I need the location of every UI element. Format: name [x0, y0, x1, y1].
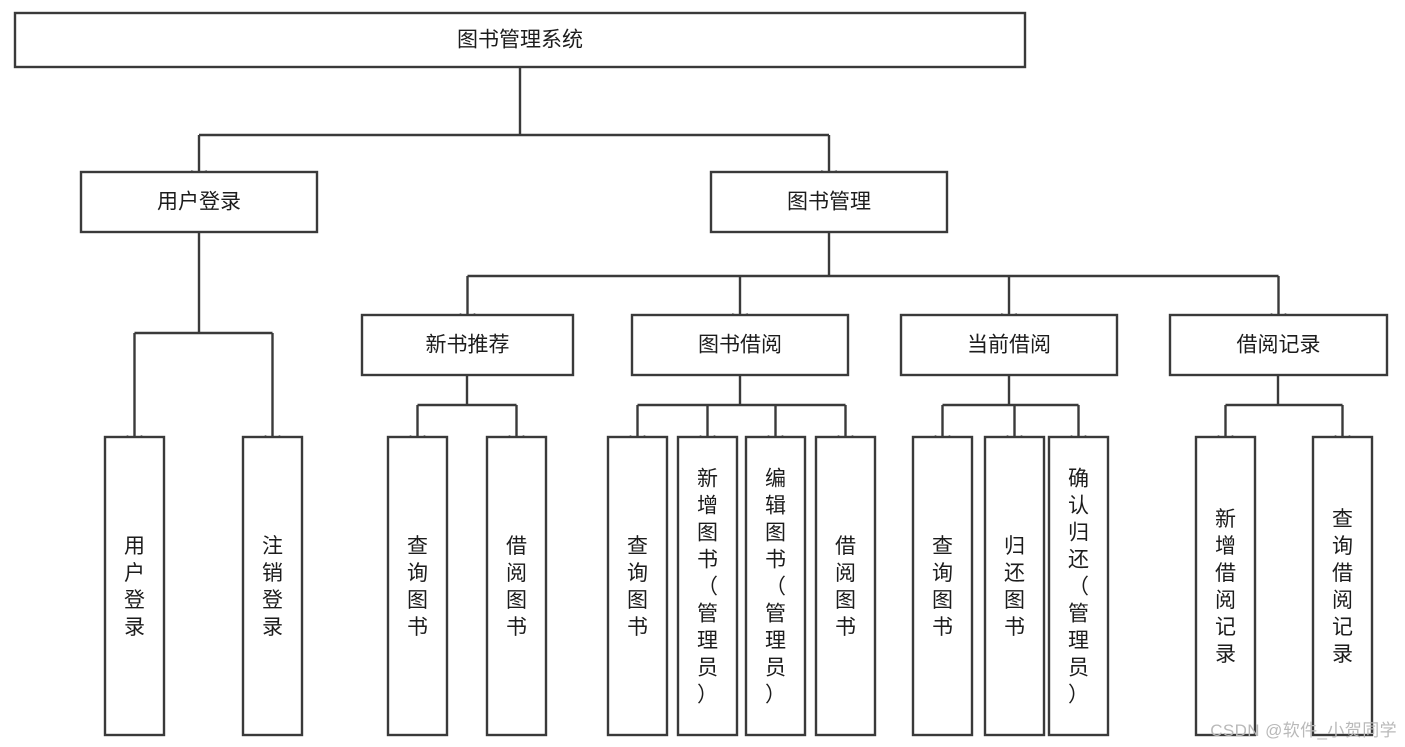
node-leaf-add-record[interactable]: 新增借阅记录 [1194, 435, 1257, 737]
node-leaf-edit-book-label: 编辑图书（管理员） [765, 468, 786, 707]
node-leaf-add-book[interactable]: 新增图书（管理员） [676, 435, 739, 737]
node-leaf-query-record-box[interactable] [1311, 435, 1374, 737]
node-leaf-user-login-label: 用户登录 [124, 535, 145, 639]
node-borrow-record-label: 借阅记录 [1237, 334, 1321, 357]
node-book-manage-label: 图书管理 [787, 191, 871, 214]
node-leaf-confirm-return-box[interactable] [1047, 435, 1110, 737]
node-leaf-return-book-label: 归还图书 [1004, 535, 1025, 639]
connectors-layer [126, 67, 1351, 447]
node-leaf-borrow-book-1-box[interactable] [485, 435, 548, 737]
node-leaf-user-login[interactable]: 用户登录 [103, 435, 166, 737]
node-current-borrow[interactable]: 当前借阅 [899, 313, 1119, 377]
node-leaf-confirm-return-label: 确认归还（管理员） [1068, 468, 1089, 707]
node-user-login[interactable]: 用户登录 [79, 170, 319, 234]
node-leaf-query-book-3[interactable]: 查询图书 [911, 435, 974, 737]
node-leaf-query-record-label: 查询借阅记录 [1332, 508, 1353, 666]
nodes-layer: 图书管理系统用户登录图书管理新书推荐图书借阅当前借阅借阅记录用户登录注销登录查询… [13, 11, 1389, 737]
node-leaf-query-book-1[interactable]: 查询图书 [386, 435, 449, 737]
node-root[interactable]: 图书管理系统 [13, 11, 1027, 69]
node-book-manage[interactable]: 图书管理 [709, 170, 949, 234]
node-leaf-query-book-1-label: 查询图书 [407, 535, 428, 639]
node-leaf-query-book-3-label: 查询图书 [932, 535, 953, 639]
node-leaf-query-record[interactable]: 查询借阅记录 [1311, 435, 1374, 737]
node-leaf-add-book-box[interactable] [676, 435, 739, 737]
node-leaf-edit-book-box[interactable] [744, 435, 807, 737]
node-leaf-query-book-3-box[interactable] [911, 435, 974, 737]
node-leaf-borrow-book-2-label: 借阅图书 [835, 535, 856, 639]
node-leaf-borrow-book-1-label: 借阅图书 [506, 535, 527, 639]
node-leaf-user-logout-box[interactable] [241, 435, 304, 737]
node-leaf-borrow-book-2[interactable]: 借阅图书 [814, 435, 877, 737]
node-leaf-user-logout-label: 注销登录 [262, 535, 283, 639]
node-new-book-rec[interactable]: 新书推荐 [360, 313, 575, 377]
node-leaf-user-logout[interactable]: 注销登录 [241, 435, 304, 737]
node-root-label: 图书管理系统 [457, 29, 583, 52]
node-leaf-user-login-box[interactable] [103, 435, 166, 737]
node-book-manage-box[interactable] [709, 170, 949, 234]
node-leaf-add-record-label: 新增借阅记录 [1215, 508, 1236, 666]
node-user-login-label: 用户登录 [157, 191, 241, 214]
node-leaf-add-book-label: 新增图书（管理员） [697, 468, 718, 707]
node-leaf-return-book-box[interactable] [983, 435, 1046, 737]
node-borrow-record[interactable]: 借阅记录 [1168, 313, 1389, 377]
node-book-borrow-box[interactable] [630, 313, 850, 377]
node-leaf-edit-book[interactable]: 编辑图书（管理员） [744, 435, 807, 737]
node-book-borrow-label: 图书借阅 [698, 334, 782, 357]
node-leaf-query-book-2[interactable]: 查询图书 [606, 435, 669, 737]
node-leaf-add-record-box[interactable] [1194, 435, 1257, 737]
node-leaf-borrow-book-1[interactable]: 借阅图书 [485, 435, 548, 737]
node-leaf-query-book-2-box[interactable] [606, 435, 669, 737]
node-book-borrow[interactable]: 图书借阅 [630, 313, 850, 377]
node-leaf-borrow-book-2-box[interactable] [814, 435, 877, 737]
node-current-borrow-label: 当前借阅 [967, 334, 1051, 357]
node-current-borrow-box[interactable] [899, 313, 1119, 377]
node-new-book-rec-box[interactable] [360, 313, 575, 377]
node-leaf-return-book[interactable]: 归还图书 [983, 435, 1046, 737]
node-leaf-query-book-2-label: 查询图书 [627, 535, 648, 639]
node-leaf-query-book-1-box[interactable] [386, 435, 449, 737]
node-root-box[interactable] [13, 11, 1027, 69]
csdn-watermark: CSDN @软件_小贺同学 [1210, 721, 1397, 740]
node-leaf-confirm-return[interactable]: 确认归还（管理员） [1047, 435, 1110, 737]
node-user-login-box[interactable] [79, 170, 319, 234]
node-borrow-record-box[interactable] [1168, 313, 1389, 377]
node-new-book-rec-label: 新书推荐 [426, 334, 510, 357]
